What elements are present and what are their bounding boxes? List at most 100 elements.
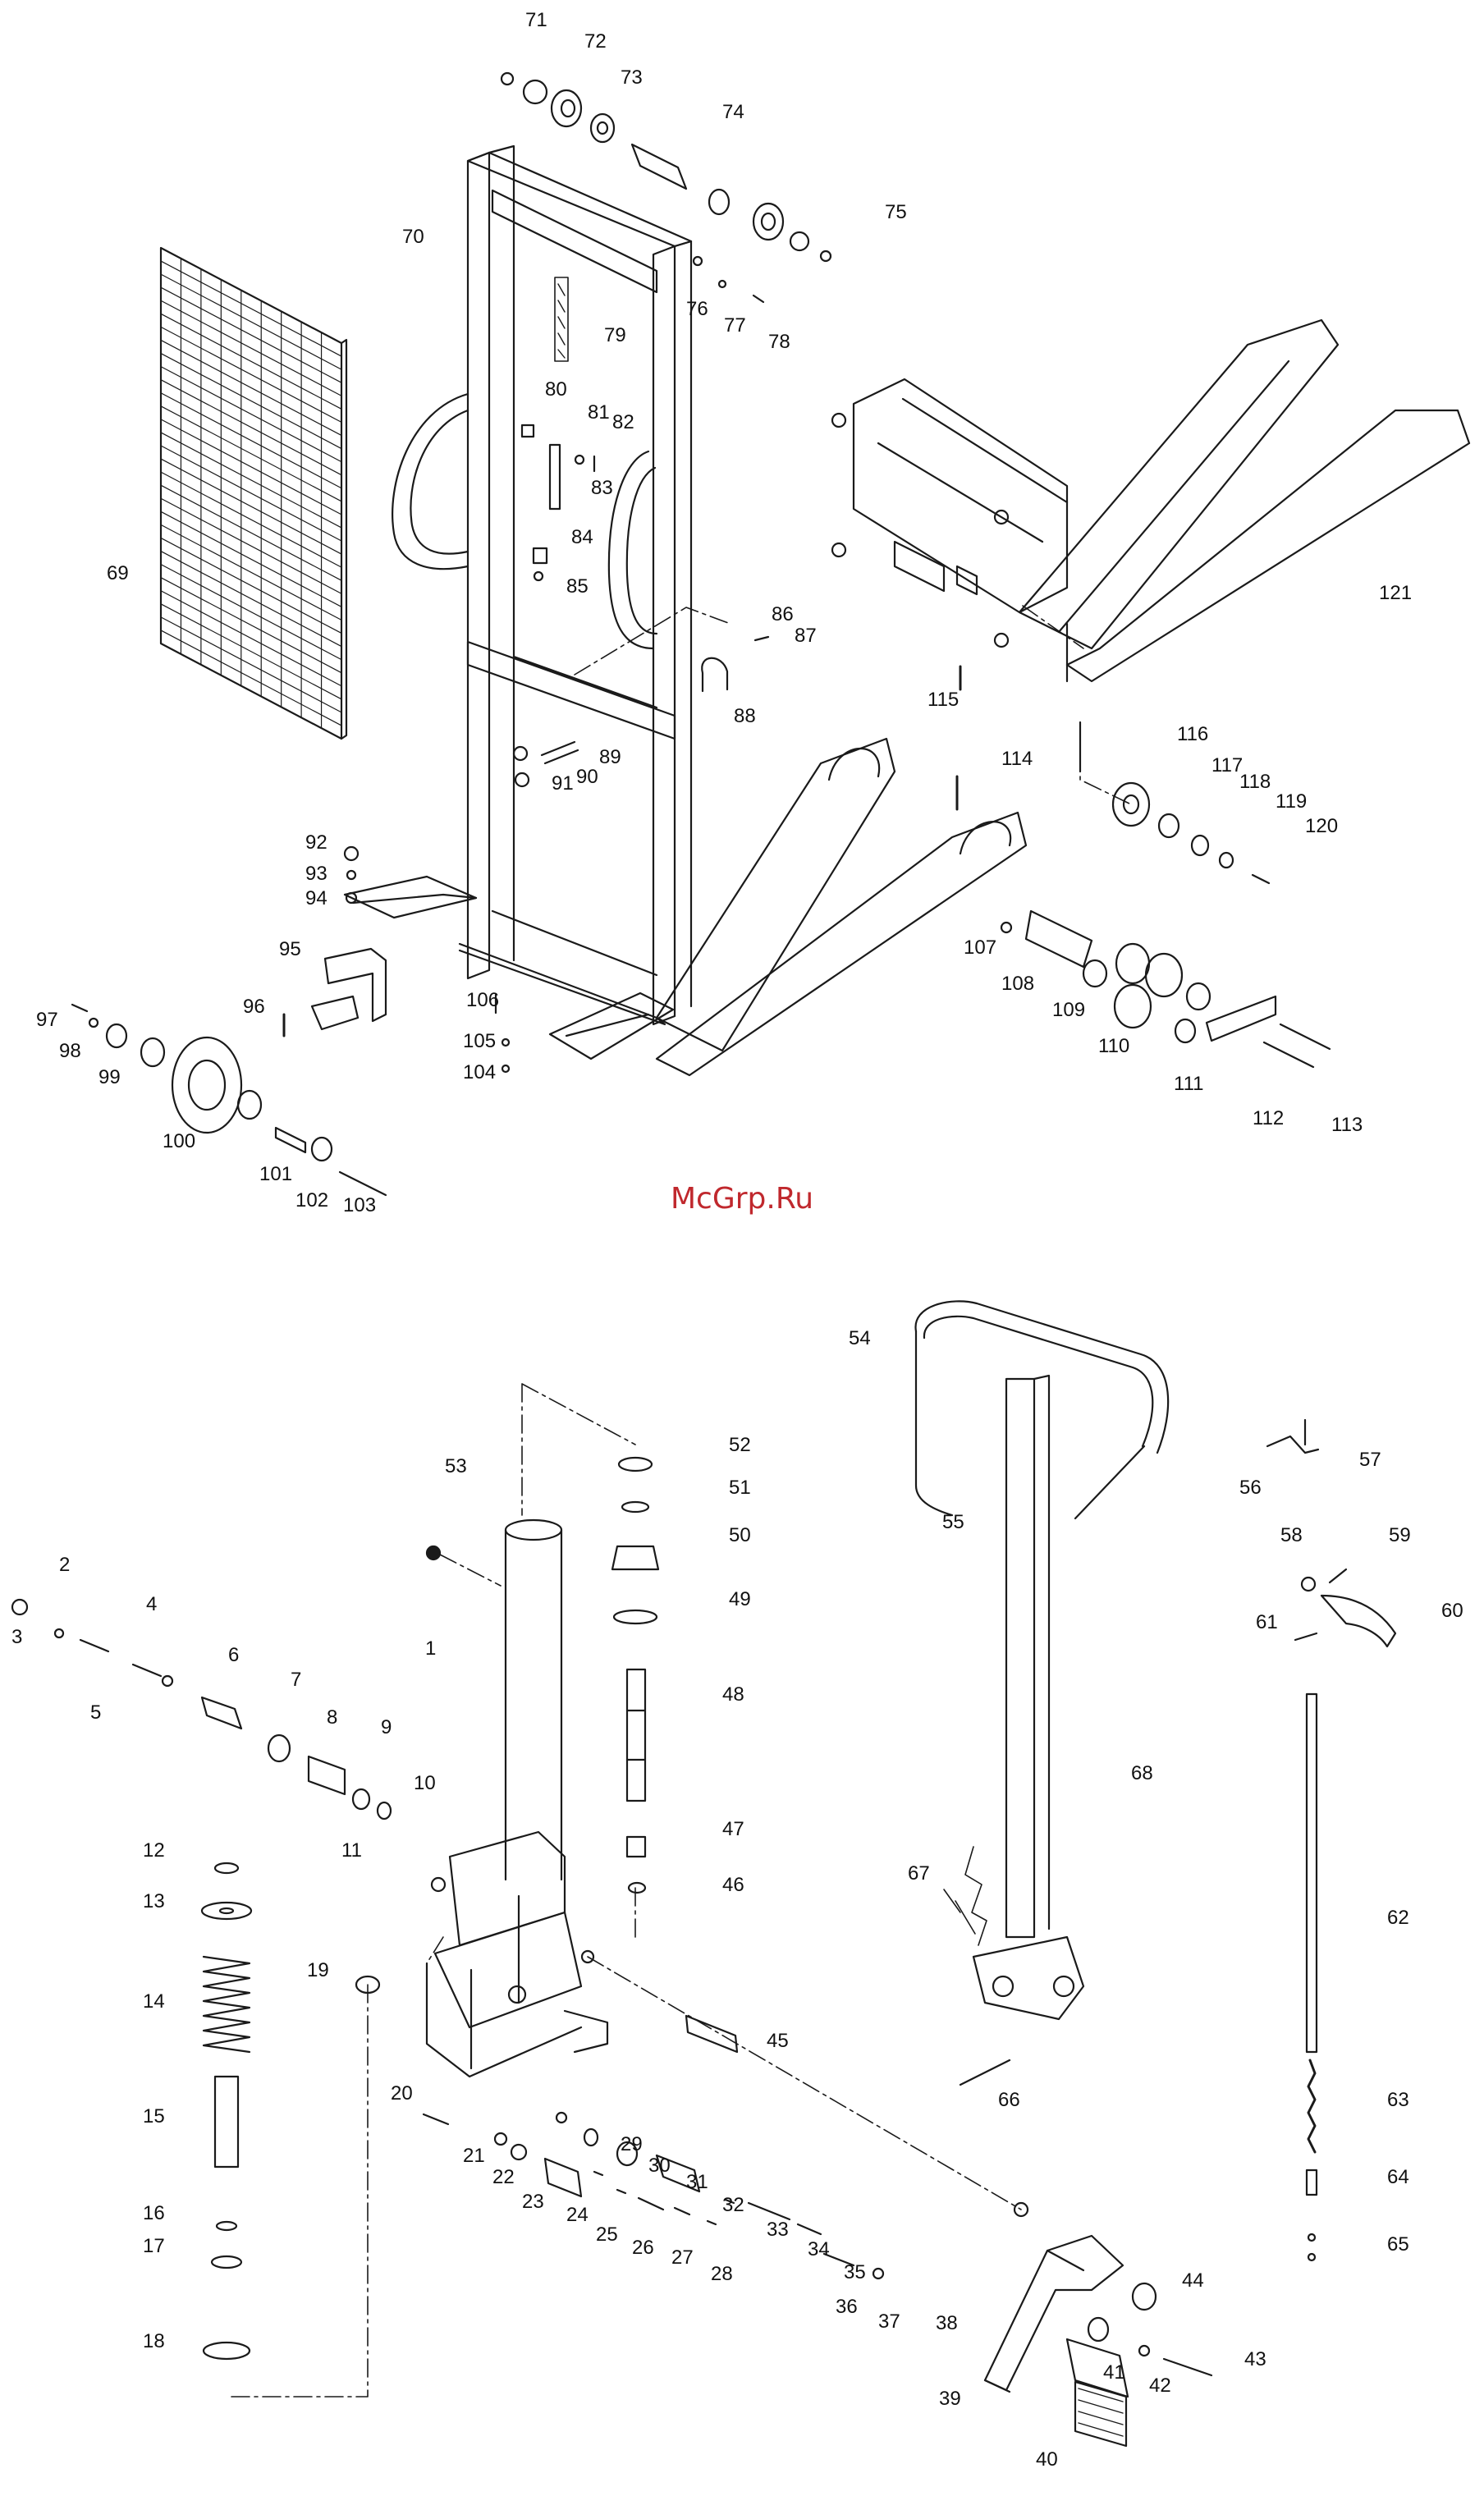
callout-34: 34 xyxy=(808,2238,830,2260)
callout-118: 118 xyxy=(1239,771,1271,793)
callout-2: 2 xyxy=(59,1554,70,1576)
piston-stack xyxy=(425,1456,660,1894)
callout-77: 77 xyxy=(724,314,746,337)
callout-41: 41 xyxy=(1103,2361,1125,2384)
callout-23: 23 xyxy=(522,2191,544,2213)
callout-81: 81 xyxy=(588,401,610,424)
callout-24: 24 xyxy=(566,2204,589,2226)
callout-1: 1 xyxy=(425,1637,436,1660)
callout-93: 93 xyxy=(305,863,327,885)
callout-66: 66 xyxy=(998,2089,1020,2111)
callout-28: 28 xyxy=(711,2263,733,2285)
callout-30: 30 xyxy=(648,2155,671,2177)
callout-69: 69 xyxy=(107,562,129,584)
callout-31: 31 xyxy=(686,2171,708,2193)
tiller-and-roller xyxy=(983,2201,1213,2448)
callout-19: 19 xyxy=(307,1959,329,1981)
fork-carriage xyxy=(831,318,1471,683)
callout-58: 58 xyxy=(1280,1524,1303,1546)
callout-64: 64 xyxy=(1387,2166,1409,2188)
callout-40: 40 xyxy=(1036,2448,1058,2471)
callout-29: 29 xyxy=(621,2133,643,2155)
callout-100: 100 xyxy=(163,1130,195,1152)
callout-99: 99 xyxy=(98,1066,121,1088)
callout-70: 70 xyxy=(402,226,424,248)
callout-120: 120 xyxy=(1305,815,1338,837)
callout-54: 54 xyxy=(849,1327,871,1349)
callout-102: 102 xyxy=(295,1189,328,1211)
callout-74: 74 xyxy=(722,101,744,123)
callout-114: 114 xyxy=(1001,748,1033,770)
callout-103: 103 xyxy=(343,1194,376,1216)
callout-15: 15 xyxy=(143,2105,165,2127)
callout-117: 117 xyxy=(1211,754,1243,776)
callout-79: 79 xyxy=(604,324,626,346)
callout-26: 26 xyxy=(632,2237,654,2259)
callout-84: 84 xyxy=(571,526,593,548)
callout-5: 5 xyxy=(90,1701,101,1724)
valve-train-parts xyxy=(422,2014,885,2280)
callout-20: 20 xyxy=(391,2082,413,2104)
callout-37: 37 xyxy=(878,2311,900,2333)
callout-92: 92 xyxy=(305,831,327,854)
callout-35: 35 xyxy=(844,2261,866,2283)
callout-55: 55 xyxy=(942,1511,964,1533)
callout-45: 45 xyxy=(767,2030,789,2052)
mast-frame xyxy=(343,144,693,1060)
callout-115: 115 xyxy=(928,689,959,711)
callout-50: 50 xyxy=(729,1524,751,1546)
callout-116: 116 xyxy=(1177,723,1208,745)
callout-39: 39 xyxy=(939,2388,961,2410)
callout-16: 16 xyxy=(143,2202,165,2224)
callout-46: 46 xyxy=(722,1874,744,1896)
control-lever-parts xyxy=(1266,1418,1397,2262)
callout-33: 33 xyxy=(767,2219,789,2241)
callout-96: 96 xyxy=(243,996,265,1018)
callout-87: 87 xyxy=(795,625,817,647)
callout-38: 38 xyxy=(936,2312,958,2334)
callout-91: 91 xyxy=(552,772,574,795)
callout-111: 111 xyxy=(1174,1073,1203,1095)
callout-78: 78 xyxy=(768,331,790,353)
callout-49: 49 xyxy=(729,1588,751,1610)
callout-43: 43 xyxy=(1244,2348,1266,2370)
callout-101: 101 xyxy=(259,1163,292,1185)
callout-10: 10 xyxy=(414,1772,436,1794)
callout-71: 71 xyxy=(525,9,547,31)
callout-82: 82 xyxy=(612,411,634,433)
callout-104: 104 xyxy=(463,1061,496,1083)
callout-27: 27 xyxy=(671,2246,694,2269)
assembly-guide-lines xyxy=(226,605,1132,2398)
cylinder-small-parts xyxy=(512,424,770,788)
safety-screen-guard xyxy=(159,246,348,740)
callout-88: 88 xyxy=(734,705,756,727)
callout-112: 112 xyxy=(1253,1107,1284,1129)
callout-61: 61 xyxy=(1256,1611,1278,1633)
callout-85: 85 xyxy=(566,575,589,598)
callout-68: 68 xyxy=(1131,1762,1153,1784)
release-valve-parts xyxy=(11,1598,392,1820)
callout-94: 94 xyxy=(305,887,327,909)
callout-13: 13 xyxy=(143,1890,165,1912)
callout-56: 56 xyxy=(1239,1477,1262,1499)
callout-73: 73 xyxy=(621,66,643,89)
callout-80: 80 xyxy=(545,378,567,401)
callout-113: 113 xyxy=(1331,1114,1363,1136)
callout-25: 25 xyxy=(596,2224,618,2246)
callout-67: 67 xyxy=(908,1862,930,1885)
callout-109: 109 xyxy=(1052,999,1085,1021)
base-legs-and-roller-parts xyxy=(655,665,1331,1077)
callout-17: 17 xyxy=(143,2235,165,2257)
callout-63: 63 xyxy=(1387,2089,1409,2111)
callout-75: 75 xyxy=(885,201,907,223)
callout-97: 97 xyxy=(36,1009,58,1031)
callout-8: 8 xyxy=(327,1706,337,1729)
callout-14: 14 xyxy=(143,1990,165,2013)
callout-121: 121 xyxy=(1379,582,1412,604)
callout-52: 52 xyxy=(729,1434,751,1456)
callout-12: 12 xyxy=(143,1839,165,1862)
callout-72: 72 xyxy=(584,30,607,53)
callout-57: 57 xyxy=(1359,1449,1381,1471)
callout-65: 65 xyxy=(1387,2233,1409,2256)
